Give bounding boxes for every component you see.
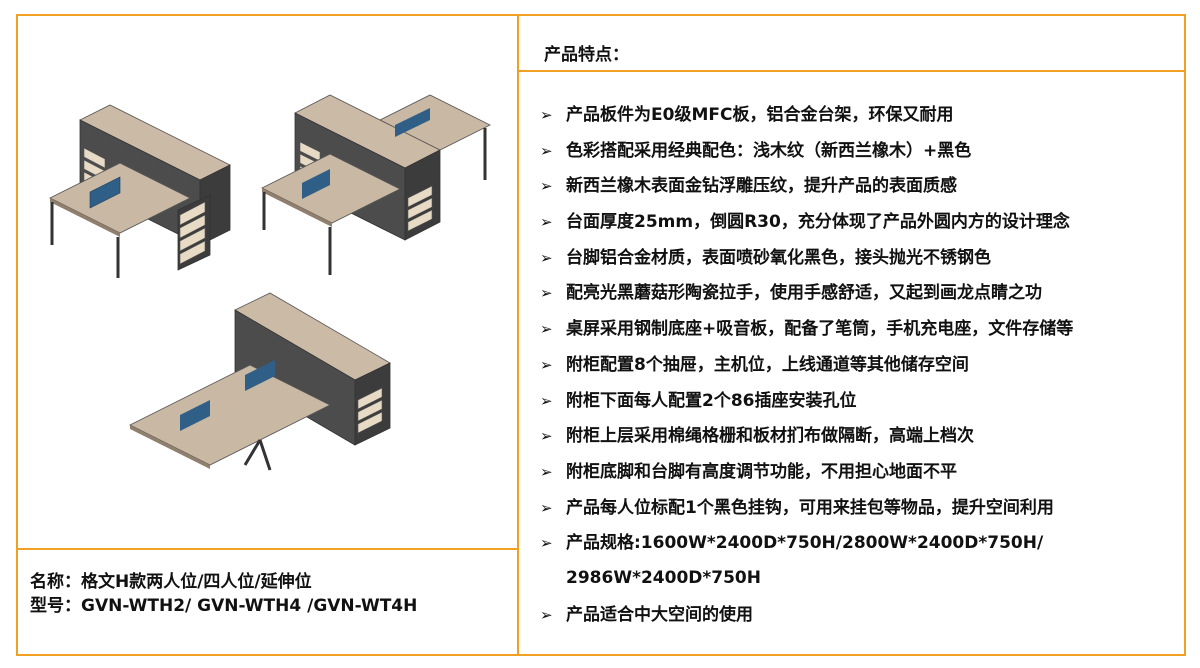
arrow-bullet-icon: ➢ bbox=[540, 106, 553, 124]
spec-line-1: 产品规格:1600W*2400D*750H/2800W*2400D*750H/ bbox=[566, 533, 1044, 554]
workstation-two-person bbox=[49, 104, 231, 278]
list-item: ➢附柜底脚和台脚有高度调节功能，不用担心地面不平 bbox=[540, 461, 957, 482]
product-name: 名称：格文H款两人位/四人位/延伸位 bbox=[30, 572, 312, 592]
arrow-bullet-icon: ➢ bbox=[540, 320, 553, 339]
list-item-spec: ➢ 产品规格:1600W*2400D*750H/2800W*2400D*750H/… bbox=[540, 531, 1180, 602]
product-caption: 名称：格文H款两人位/四人位/延伸位 型号：GVN-WTH2/ GVN-WTH4… bbox=[30, 570, 417, 618]
list-item: ➢附柜下面每人配置2个86插座安装孔位 bbox=[540, 390, 857, 411]
arrow-bullet-icon: ➢ bbox=[540, 177, 553, 196]
product-model: 型号：GVN-WTH2/ GVN-WTH4 /GVN-WT4H bbox=[30, 596, 418, 616]
workstation-four-person bbox=[261, 94, 491, 275]
list-item: ➢配亮光黑蘑菇形陶瓷拉手，使用手感舒适，又起到画龙点睛之功 bbox=[540, 283, 1042, 304]
list-item: ➢附柜配置8个抽屉，主机位，上线通道等其他储存空间 bbox=[540, 354, 969, 375]
list-item: ➢台脚铝合金材质，表面喷砂氧化黑色，接头抛光不锈钢色 bbox=[540, 247, 991, 268]
features-title: 产品特点： bbox=[544, 45, 629, 65]
list-item: ➢台面厚度25mm，倒圆R30，充分体现了产品外圆内方的设计理念 bbox=[540, 212, 1070, 233]
caption-divider bbox=[16, 548, 519, 550]
list-item: ➢产品适合中大空间的使用 bbox=[540, 604, 753, 625]
product-illustration bbox=[49, 94, 491, 471]
list-item: ➢新西兰橡木表面金钻浮雕压纹，提升产品的表面质感 bbox=[540, 176, 957, 197]
outer-frame bbox=[16, 14, 1186, 656]
list-item: ➢桌屏采用钢制底座+吸音板，配备了笔筒，手机充电座，文件存储等 bbox=[540, 319, 1074, 340]
list-item: ➢附柜上层采用棉绳格栅和板材扪布做隔断，高端上档次 bbox=[540, 426, 974, 447]
arrow-bullet-icon: ➢ bbox=[540, 427, 553, 446]
workstation-extension bbox=[129, 292, 391, 471]
arrow-bullet-icon: ➢ bbox=[540, 462, 553, 481]
list-item: ➢产品每人位标配1个黑色挂钩，可用来挂包等物品，提升空间利用 bbox=[540, 497, 1054, 518]
list-item: ➢产品板件为E0级MFC板，铝合金台架，环保又耐用 bbox=[540, 105, 954, 125]
spec-line-2: 2986W*2400D*750H bbox=[566, 568, 761, 589]
arrow-bullet-icon: ➢ bbox=[540, 355, 553, 374]
list-item: ➢色彩搭配采用经典配色：浅木纹（新西兰橡木）+黑色 bbox=[540, 140, 972, 161]
features-list: ➢产品板件为E0级MFC板，铝合金台架，环保又耐用 ➢色彩搭配采用经典配色：浅木… bbox=[540, 103, 1180, 638]
arrow-bullet-icon: ➢ bbox=[540, 534, 553, 553]
arrow-bullet-icon: ➢ bbox=[540, 498, 553, 517]
title-divider bbox=[517, 70, 1186, 72]
arrow-bullet-icon: ➢ bbox=[540, 248, 553, 267]
column-divider bbox=[517, 14, 519, 656]
arrow-bullet-icon: ➢ bbox=[540, 213, 553, 232]
arrow-bullet-icon: ➢ bbox=[540, 284, 553, 303]
arrow-bullet-icon: ➢ bbox=[540, 391, 553, 410]
arrow-bullet-icon: ➢ bbox=[540, 605, 553, 624]
arrow-bullet-icon: ➢ bbox=[540, 141, 553, 160]
